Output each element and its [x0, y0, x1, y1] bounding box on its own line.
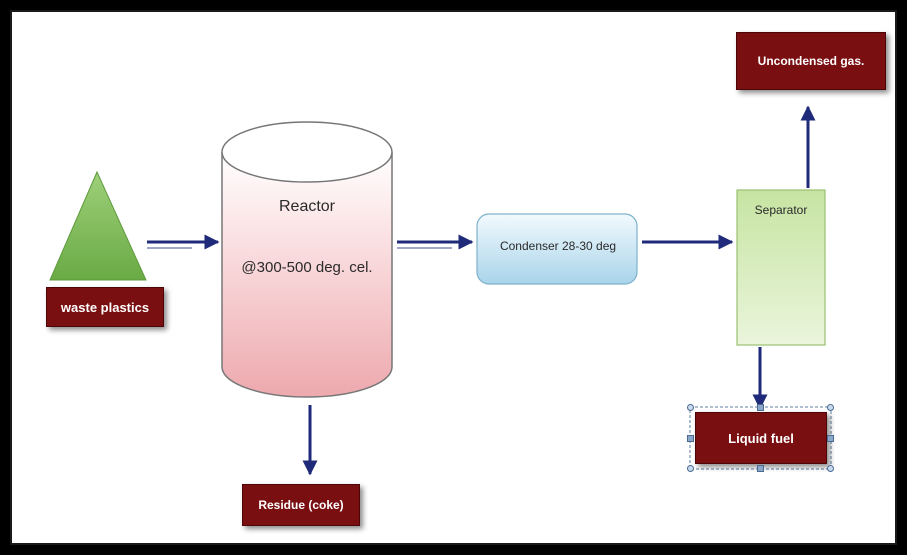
resize-handle-bottom[interactable]	[757, 465, 764, 472]
uncondensed-gas-box: Uncondensed gas.	[736, 32, 886, 90]
separator-label: Separator	[754, 203, 808, 217]
liquid-fuel-label[interactable]: Liquid fuel	[728, 430, 794, 446]
waste-plastics-box: waste plastics	[46, 287, 164, 327]
residue-box: Residue (coke)	[242, 484, 360, 526]
resize-handle-bottom-left[interactable]	[687, 465, 694, 472]
plastics-pile-icon	[49, 170, 147, 281]
reactor-title: Reactor	[278, 198, 336, 215]
condenser-label: Condenser 28-30 deg	[499, 239, 617, 253]
separator-unit	[736, 189, 826, 346]
diagram-canvas: waste plastics Reactor @300-500 deg. cel…	[10, 10, 897, 545]
resize-handle-top-left[interactable]	[687, 404, 694, 411]
condenser-unit	[476, 213, 638, 285]
resize-handle-top[interactable]	[757, 404, 764, 411]
resize-handle-bottom-right[interactable]	[827, 465, 834, 472]
resize-handle-right[interactable]	[827, 435, 834, 442]
reactor-vessel	[221, 121, 393, 398]
resize-handle-top-right[interactable]	[827, 404, 834, 411]
flow-arrows	[147, 105, 816, 476]
uncondensed-gas-label: Uncondensed gas.	[757, 54, 865, 68]
resize-handle-left[interactable]	[687, 435, 694, 442]
waste-plastics-label: waste plastics	[60, 299, 150, 315]
diagram-graphics	[49, 105, 832, 476]
residue-label: Residue (coke)	[258, 498, 344, 512]
reactor-condition: @300-500 deg. cel.	[241, 258, 373, 276]
liquid-fuel-box[interactable]: Liquid fuel	[695, 412, 827, 464]
